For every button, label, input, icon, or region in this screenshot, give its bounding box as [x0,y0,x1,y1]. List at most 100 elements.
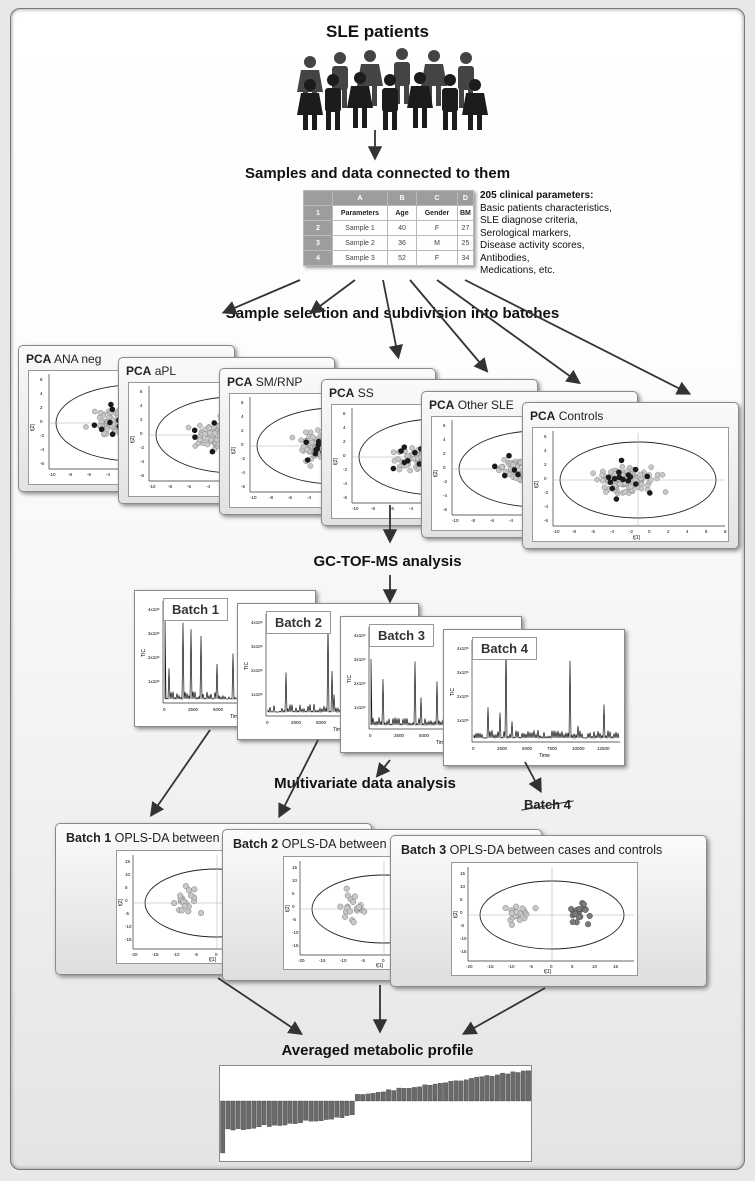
pca-point [303,429,309,436]
y-tick-label: -6 [343,495,347,500]
tic-y-tick: 2x10⁶ [354,681,366,686]
pca-point [594,476,601,483]
tic-x-tick: 0 [472,746,475,751]
x-tick-label: -8 [168,484,172,489]
x-tick-label: -6 [490,518,494,523]
pca-point [608,469,614,475]
y-tick-label: -4 [241,470,245,475]
x-tick-label: -5 [194,952,198,957]
pca-point [611,475,618,482]
y-tick-label: 15 [292,865,298,870]
pca-point [391,457,398,464]
pca-point [491,463,498,470]
table-row: 4 Sample 3 52 F 34 [303,250,474,266]
pca-point [97,409,104,416]
pca-point [107,419,113,426]
x-tick-label: -10 [352,506,359,511]
pca-point [289,434,296,441]
y-axis-label: t[2] [433,469,439,477]
pca-point [407,467,413,474]
profile-bar [272,1100,277,1126]
x-tick-label: 8 [724,529,727,534]
profile-bar [500,1072,505,1102]
profile-bar [225,1100,231,1130]
y-tick-label: -6 [40,461,44,466]
table-row: 3 Sample 2 36 M 25 [303,235,474,251]
profile-bar [458,1080,464,1102]
pca-point [637,471,643,478]
tic-y-tick: 1x10⁶ [251,692,263,697]
profile-bar [520,1070,526,1102]
opls-point [178,907,185,914]
opls-point [350,898,357,905]
opls-point [575,914,582,921]
tic-x-tick: 5000 [419,733,430,738]
profile-bar [370,1093,376,1102]
pca-point [613,496,620,502]
tic-x-label: Time [230,714,241,720]
y-tick-label: 6 [241,400,244,405]
y-tick-label: 2 [241,428,244,433]
y-tick-label: 6 [544,434,547,439]
col-letter: B [387,190,417,206]
opls-point [502,905,509,912]
tic-y-tick: 1x10⁶ [457,718,469,723]
info-line: Disease activity scores, [480,240,585,251]
profile-bar [391,1090,397,1102]
y-tick-label: 10 [292,878,298,883]
x-tick-label: -8 [68,472,72,477]
pca-point [401,444,408,450]
tic-y-tick: 1x10⁶ [148,679,160,684]
x-tick-label: -6 [591,529,595,534]
pca-point [303,439,310,445]
x-axis-label: t[1] [376,963,384,969]
col-letter: D [457,190,474,206]
pca-point [654,471,661,478]
tic-y-tick: 4x10⁶ [354,633,366,638]
x-tick-label: -20 [298,958,305,963]
y-tick-label: 5 [460,897,463,902]
profile-bar [443,1082,448,1102]
pca-point [412,449,418,456]
profile-bar [308,1100,314,1122]
tic-x-tick: 2500 [394,733,405,738]
x-tick-label: -5 [361,958,365,963]
y-tick-label: 15 [460,871,466,876]
info-line: SLE diagnose criteria, [480,215,578,226]
pca-point [627,483,634,490]
profile-bar [495,1074,500,1102]
pca-point [108,401,114,408]
profile-bar [261,1100,267,1126]
table-row: 1 Parameters Age Gender BM [303,205,474,221]
pca-point [104,426,110,433]
person-icon [297,79,323,130]
pca-point [202,431,208,437]
tic-y-label: TIC [347,675,353,683]
pca-point [185,424,192,431]
y-tick-label: -5 [292,917,296,922]
pca-point [304,457,311,463]
y-tick-label: -10 [125,924,132,929]
y-tick-label: -4 [343,481,347,486]
y-tick-label: -2 [343,467,347,472]
pca-point [396,466,403,473]
pca-point [91,422,98,428]
tic-y-tick: 3x10⁶ [354,657,366,662]
y-axis-label: t[2] [231,446,237,454]
y-tick-label: -2 [40,433,44,438]
y-tick-label: 10 [125,872,131,877]
y-tick-label: 0 [40,419,43,424]
pca-point [620,476,626,483]
x-tick-label: -20 [466,964,473,969]
y-tick-label: 0 [241,442,244,447]
x-tick-label: 10 [592,964,598,969]
profile-bar [401,1088,407,1102]
tic-y-label: TIC [450,688,456,696]
y-tick-label: -15 [292,943,299,948]
tic-x-tick: 0 [369,733,372,738]
profile-bar [277,1100,283,1126]
pca-point [590,470,596,477]
tic-x-tick: 7500 [547,746,558,751]
